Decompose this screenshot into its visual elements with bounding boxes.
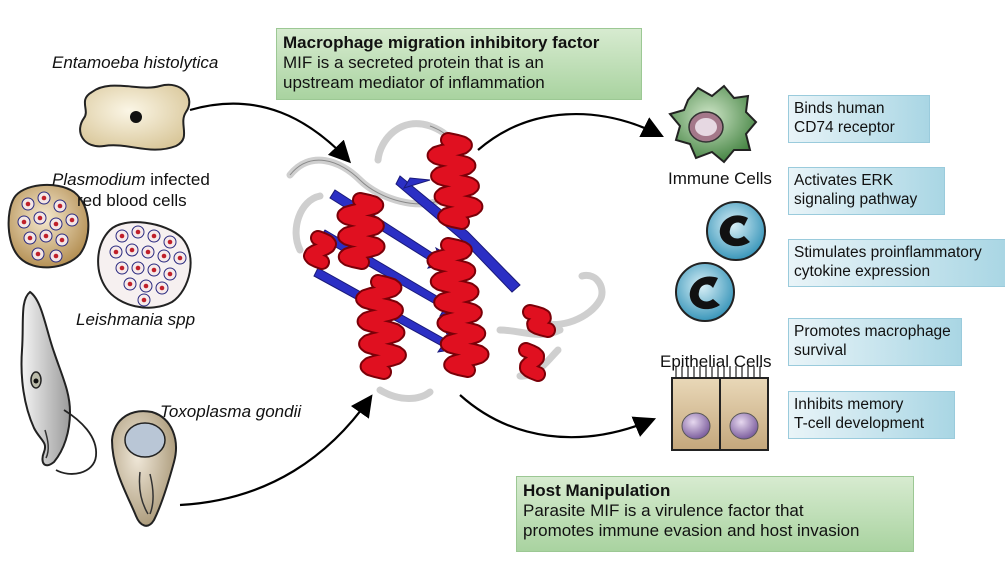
arrow-mif-to-immune (477, 113, 664, 151)
leishmania-label: Leishmania spp (76, 310, 196, 329)
effect-line-2: CD74 receptor (794, 119, 895, 136)
macrophage-cell (668, 84, 758, 164)
host-line-2: promotes immune evasion and host invasio… (523, 521, 860, 540)
lymphocyte-cell-2 (675, 262, 735, 322)
toxoplasma-cell (110, 410, 177, 527)
mif-line-2: upstream mediator of inflammation (283, 73, 545, 92)
effect-line-1: Stimulates proinflammatory (794, 244, 982, 261)
effect-line-2: signaling pathway (794, 191, 918, 208)
mif-title: Macrophage migration inhibitory factor (283, 33, 600, 52)
effect-line-1: Activates ERK (794, 172, 894, 189)
effect-line-2: survival (794, 342, 847, 359)
effect-box-erk: Activates ERK signaling pathway (788, 167, 945, 215)
mif-protein-structure (286, 120, 606, 402)
arrow-mif-to-epithelial (459, 394, 657, 439)
arrows (179, 102, 664, 507)
effect-box-cytokine: Stimulates proinflammatory cytokine expr… (788, 239, 1005, 287)
effect-line-2: T-cell development (794, 415, 925, 432)
plasmodium-label-genus: Plasmodium (52, 170, 146, 189)
effect-box-survival: Promotes macrophage survival (788, 318, 962, 366)
host-title: Host Manipulation (523, 481, 671, 500)
effect-line-1: Inhibits memory (794, 396, 904, 413)
effect-box-cd74: Binds human CD74 receptor (788, 95, 930, 143)
host-manipulation-box: Host Manipulation Parasite MIF is a viru… (516, 476, 914, 552)
plasmodium-label-rest: infected (145, 170, 210, 189)
arrow-parasite-to-mif (189, 102, 352, 164)
entamoeba-label: Entamoeba histolytica (52, 53, 219, 72)
entamoeba-cell (79, 83, 191, 151)
toxoplasma-label: Toxoplasma gondii (160, 402, 302, 421)
immune-cells-label: Immune Cells (668, 169, 772, 188)
epithelial-cells (671, 366, 769, 451)
effect-box-tcell: Inhibits memory T-cell development (788, 391, 955, 439)
epithelial-cells-label: Epithelial Cells (660, 352, 772, 371)
mif-line-1: MIF is a secreted protein that is an (283, 53, 544, 72)
leishmania-cell (20, 290, 97, 475)
effect-line-1: Promotes macrophage (794, 323, 951, 340)
mif-info-box: Macrophage migration inhibitory factor M… (276, 28, 642, 100)
host-line-1: Parasite MIF is a virulence factor that (523, 501, 804, 520)
lymphocyte-cell-1 (706, 201, 766, 261)
arrow-toxoplasma-to-mif (179, 394, 373, 507)
plasmodium-label-line2: red blood cells (77, 191, 187, 210)
plasmodium-label: Plasmodium infected (52, 170, 210, 190)
effect-line-1: Binds human (794, 100, 885, 117)
effect-line-2: cytokine expression (794, 263, 931, 280)
plasmodium-rbc-cluster (7, 183, 192, 309)
